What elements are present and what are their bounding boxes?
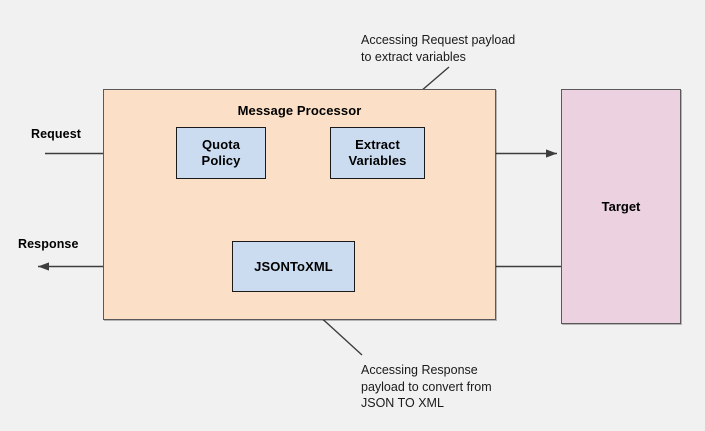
jsontoxml-box: JSONToXML xyxy=(232,241,355,292)
response-label: Response xyxy=(18,237,79,251)
target-box: Target xyxy=(561,89,681,324)
target-label: Target xyxy=(601,199,641,214)
jsontoxml-label: JSONToXML xyxy=(254,258,333,274)
message-processor-title: Message Processor xyxy=(237,103,362,118)
response-annotation-text: Accessing Response payload to convert fr… xyxy=(361,363,492,410)
extract-variables-box: Extract Variables xyxy=(330,127,425,179)
extract-variables-label: Extract Variables xyxy=(348,137,407,168)
quota-policy-box: Quota Policy xyxy=(176,127,266,179)
request-label: Request xyxy=(31,127,82,141)
request-annotation-text: Accessing Request payload to extract var… xyxy=(361,33,516,64)
quota-policy-label: Quota Policy xyxy=(201,137,241,168)
